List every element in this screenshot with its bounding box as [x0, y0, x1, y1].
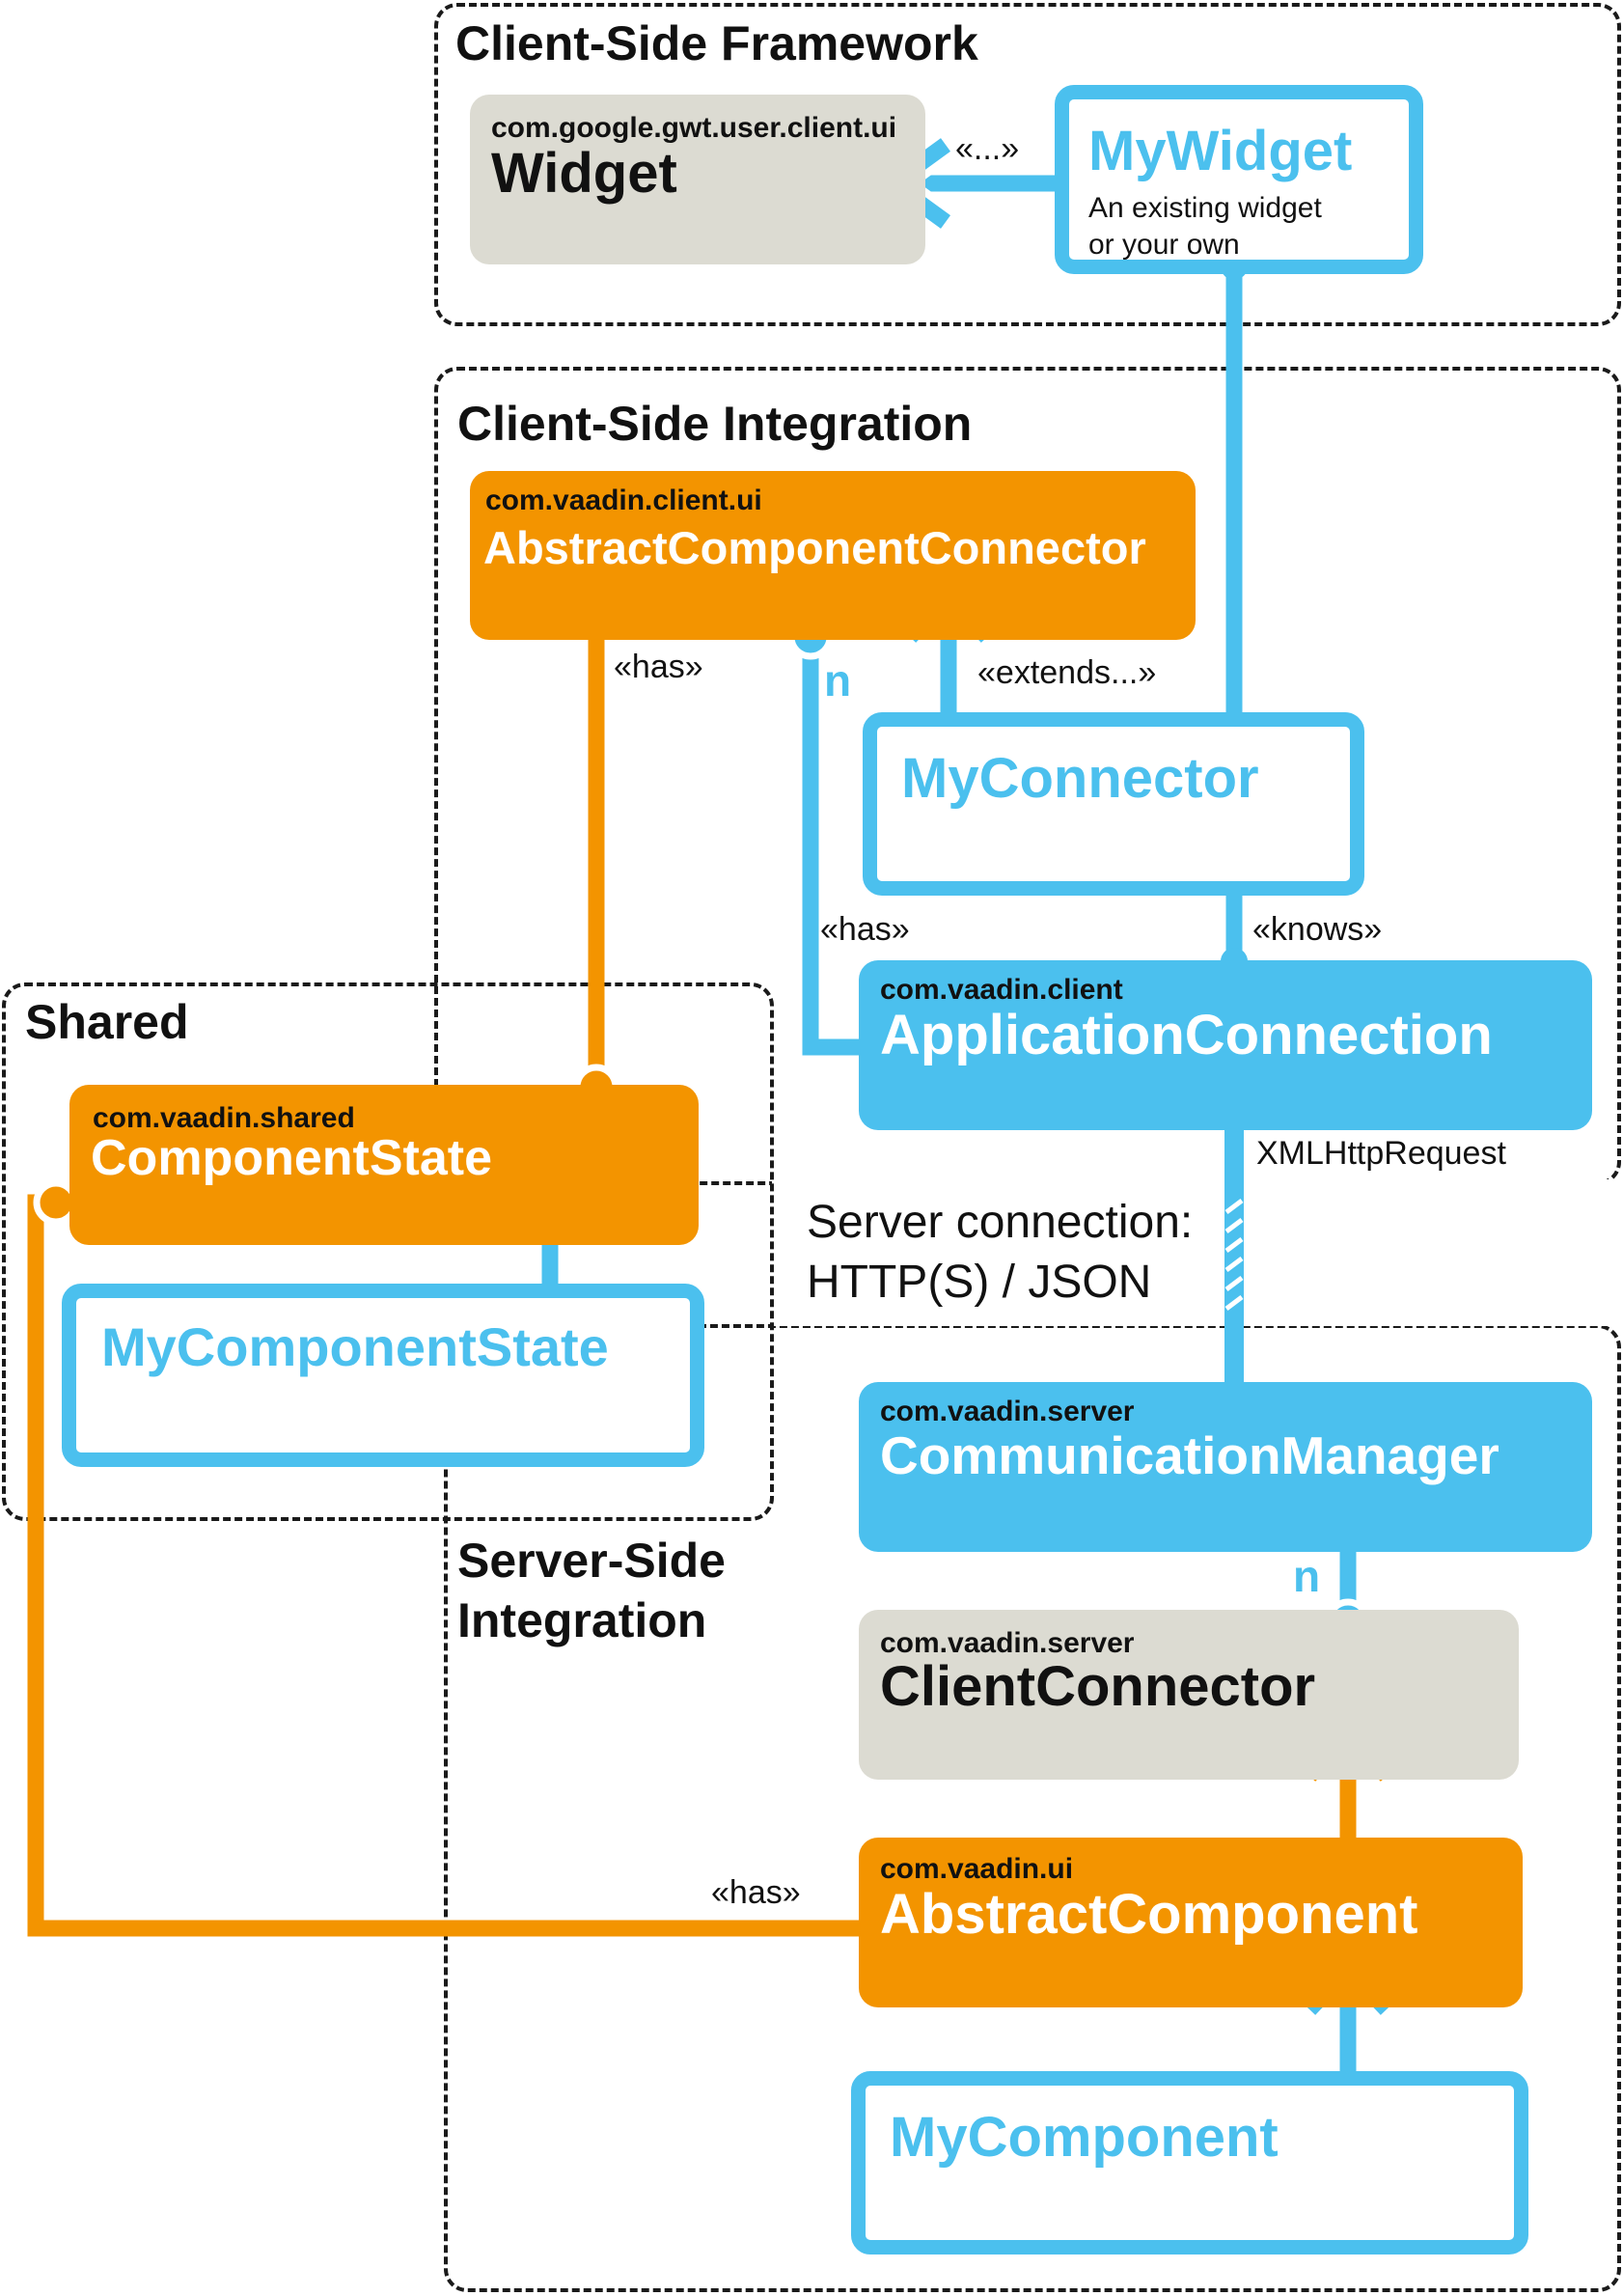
cm-package: com.vaadin.server	[880, 1396, 1135, 1427]
mywidget-note-1: An existing widget	[1088, 192, 1322, 224]
appconn-has-line	[802, 639, 864, 1056]
class-myconnector: MyConnector	[863, 712, 1364, 896]
region-gap-mask	[772, 1179, 1623, 1326]
class-communication-manager: com.vaadin.server CommunicationManager	[859, 1382, 1592, 1552]
class-component-state: com.vaadin.shared ComponentState	[69, 1085, 699, 1245]
class-mycomponentstate: MyComponentState	[62, 1284, 704, 1467]
region-server-side-integration	[444, 1324, 1621, 2292]
mycomponentstate-name: MyComponentState	[101, 1316, 609, 1377]
label-knows: «knows»	[1252, 911, 1383, 948]
mywidget-note-2: or your own	[1088, 229, 1240, 261]
label-n-1: n	[824, 655, 852, 705]
appconn-package: com.vaadin.client	[880, 974, 1123, 1006]
class-mywidget: MyWidget An existing widget or your own	[1055, 85, 1423, 274]
myconnector-name: MyConnector	[901, 747, 1259, 810]
cc-name: ClientConnector	[880, 1655, 1316, 1718]
region-title-server-integration-1: Server-Side	[457, 1534, 726, 1588]
ac-package: com.vaadin.ui	[880, 1853, 1074, 1885]
acc-name: AbstractComponentConnector	[483, 522, 1146, 573]
acc-package: com.vaadin.client.ui	[485, 484, 762, 516]
label-ellipsis: «...»	[955, 130, 1020, 167]
label-extends: «extends...»	[977, 654, 1157, 691]
label-server-connection-2: HTTP(S) / JSON	[807, 1257, 1152, 1308]
label-server-connection-1: Server connection:	[807, 1197, 1194, 1248]
ac-name: AbstractComponent	[880, 1883, 1418, 1946]
mywidget-name: MyWidget	[1088, 120, 1353, 182]
label-has-3: «has»	[711, 1874, 801, 1911]
class-widget: com.google.gwt.user.client.ui Widget	[470, 95, 925, 264]
cc-package: com.vaadin.server	[880, 1627, 1135, 1659]
class-application-connection: com.vaadin.client ApplicationConnection	[859, 960, 1592, 1130]
region-title-client-integration: Client-Side Integration	[457, 397, 973, 451]
region-title-client-framework: Client-Side Framework	[455, 16, 978, 70]
class-abstract-component: com.vaadin.ui AbstractComponent	[859, 1838, 1523, 2007]
region-title-shared: Shared	[25, 995, 189, 1049]
region-title-server-integration-2: Integration	[457, 1593, 707, 1647]
cs-name: ComponentState	[91, 1130, 492, 1186]
region-shared	[2, 982, 774, 1521]
label-xmlhttprequest: XMLHttpRequest	[1256, 1135, 1506, 1172]
widget-name: Widget	[491, 142, 677, 205]
label-has-1: «has»	[614, 649, 703, 685]
appconn-name: ApplicationConnection	[880, 1004, 1493, 1066]
cm-name: CommunicationManager	[880, 1425, 1499, 1485]
region-client-side-framework	[434, 3, 1621, 326]
mycomponent-name: MyComponent	[890, 2106, 1279, 2169]
label-has-2: «has»	[820, 911, 910, 948]
class-abstract-component-connector: com.vaadin.client.ui AbstractComponentCo…	[470, 471, 1196, 640]
class-client-connector: com.vaadin.server ClientConnector	[859, 1610, 1519, 1780]
cs-package: com.vaadin.shared	[93, 1102, 355, 1134]
widget-package: com.google.gwt.user.client.ui	[491, 112, 897, 144]
class-mycomponent: MyComponent	[851, 2071, 1528, 2255]
label-n-2: n	[1293, 1551, 1321, 1601]
